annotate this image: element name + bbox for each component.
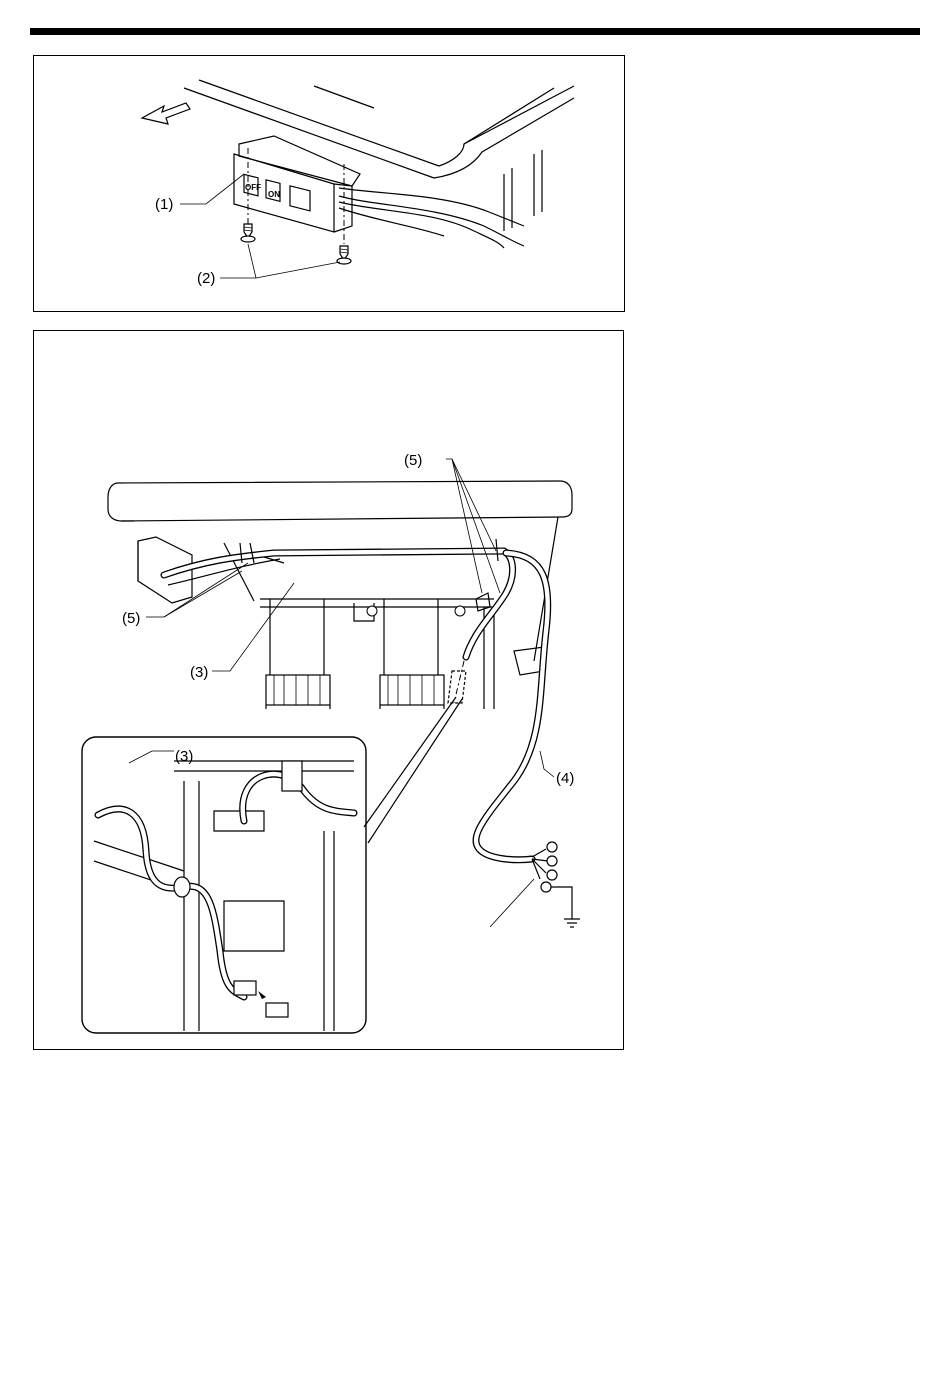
leader-line xyxy=(452,459,500,593)
leader-line xyxy=(256,262,340,278)
callout-1: (1) xyxy=(155,196,173,213)
switch-cables xyxy=(339,188,524,248)
leader-line xyxy=(446,459,496,551)
leader-line xyxy=(540,751,554,777)
callout-5-left: (5) xyxy=(122,610,140,627)
motor-unit xyxy=(260,599,544,709)
on-button-label: ON xyxy=(268,190,280,199)
leader-line xyxy=(146,563,248,617)
detail-inset xyxy=(82,697,462,1033)
leader-line xyxy=(452,459,482,593)
leader-line xyxy=(490,879,534,927)
page-header-rule xyxy=(30,28,920,35)
terminal-leads xyxy=(532,842,572,919)
callout-5-top: (5) xyxy=(404,452,422,469)
leader-line xyxy=(164,571,242,617)
leader-line xyxy=(212,583,294,671)
ground-icon xyxy=(564,919,580,927)
callout-3-detail: (3) xyxy=(175,748,193,765)
screw-icon xyxy=(241,224,255,242)
callout-3: (3) xyxy=(190,664,208,681)
screw-icon xyxy=(337,246,351,264)
switch-mounting-figure: OFF ON (1) (2) xyxy=(33,55,625,312)
cable-routing-figure: (5) (5) (3) (4) (3) xyxy=(33,330,624,1050)
cable-3 xyxy=(164,551,513,703)
leader-line xyxy=(220,244,256,278)
off-button-label: OFF xyxy=(245,183,261,192)
power-switch-box: OFF ON xyxy=(234,136,360,232)
callout-4: (4) xyxy=(556,770,574,787)
direction-arrow-icon xyxy=(142,103,190,124)
callout-2: (2) xyxy=(197,270,215,287)
table-outline xyxy=(184,80,574,231)
